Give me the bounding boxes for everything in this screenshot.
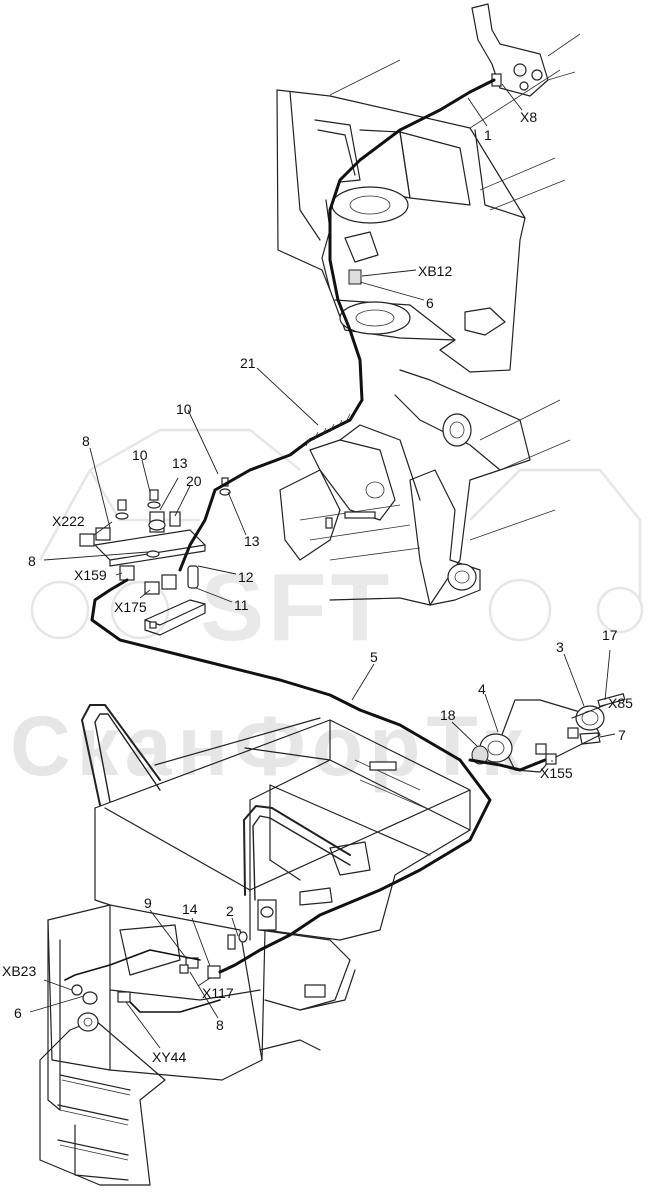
callout-8-middle: 8 — [28, 553, 36, 569]
relay-x222-a — [79, 533, 95, 547]
harness-cab-branch — [64, 949, 221, 1013]
callout-13-upper: 13 — [172, 455, 188, 471]
seal-ring-3 — [575, 705, 605, 731]
callout-10-right: 10 — [176, 401, 192, 417]
boom-assembly — [276, 59, 566, 373]
callout-11: 11 — [234, 597, 249, 613]
callout-xb12: XB12 — [418, 263, 452, 279]
callout-8-lower: 8 — [216, 1017, 224, 1033]
callout-20: 20 — [186, 473, 202, 489]
cab-body — [39, 704, 471, 1186]
loader-frame — [279, 369, 571, 606]
callout-labels: 1 X8 XB12 6 21 10 8 10 13 20 X222 13 8 1… — [2, 109, 633, 1065]
wiring-harness — [64, 78, 547, 1013]
callout-6-upper: 6 — [426, 295, 434, 311]
leader-lines — [29, 83, 616, 1049]
callout-9: 9 — [144, 895, 152, 911]
callout-x222: X222 — [52, 513, 85, 529]
callout-xb23: XB23 — [2, 963, 36, 979]
callout-17: 17 — [602, 627, 618, 643]
upper-mounting-bracket — [471, 3, 581, 97]
watermark-brand: SFT — [200, 554, 393, 661]
callout-14: 14 — [182, 901, 198, 917]
harness-1 — [328, 78, 496, 402]
callout-x8: X8 — [520, 109, 537, 125]
callout-18: 18 — [440, 707, 456, 723]
callout-x117: X117 — [202, 985, 234, 1001]
callout-10-left: 10 — [132, 447, 148, 463]
callout-xy44: XY44 — [152, 1049, 186, 1065]
callout-x85: X85 — [608, 695, 633, 711]
connector-x85 — [567, 727, 579, 739]
harness-x155 — [468, 758, 547, 772]
callout-1: 1 — [484, 127, 492, 143]
callout-5: 5 — [370, 649, 378, 665]
callout-3: 3 — [556, 639, 564, 655]
callout-13-lower: 13 — [244, 533, 260, 549]
callout-x159: X159 — [74, 567, 107, 583]
harness-21 — [178, 398, 364, 572]
sensor-xb23 — [82, 991, 98, 1005]
right-mount-assembly — [471, 693, 626, 773]
connector-x155 — [545, 753, 557, 765]
callout-x175: X175 — [114, 599, 147, 615]
callout-21: 21 — [240, 355, 256, 371]
watermark-tractor-right — [469, 468, 644, 642]
callout-x155: X155 — [540, 765, 573, 781]
callout-6-lower: 6 — [14, 1005, 22, 1021]
harness-5 — [218, 758, 492, 974]
bolt-7 — [579, 732, 601, 745]
connector-x159 — [119, 565, 135, 581]
callout-8-upper: 8 — [82, 433, 90, 449]
callout-7: 7 — [618, 727, 626, 743]
callout-12: 12 — [238, 569, 254, 585]
watermark: SFT СканФорТк — [10, 428, 644, 793]
sensor-xb12 — [348, 269, 362, 285]
solenoid-xy44 — [117, 991, 131, 1003]
callout-4: 4 — [478, 681, 486, 697]
connector-x117 — [207, 965, 221, 979]
harness-x159 — [90, 578, 462, 762]
relay-x222-b — [95, 527, 111, 541]
callout-2: 2 — [226, 903, 234, 919]
